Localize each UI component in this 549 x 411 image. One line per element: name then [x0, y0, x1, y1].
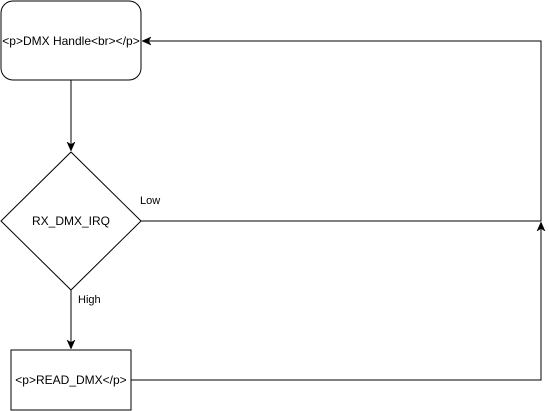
edge-irq-low-loop — [141, 41, 542, 222]
rx-dmx-irq-label: RX_DMX_IRQ — [32, 214, 110, 228]
dmx-handle-node[interactable]: <p>DMX Handle<br></p> — [0, 0, 142, 81]
edge-label-high: High — [78, 294, 101, 306]
read-dmx-label: <p>READ_DMX</p> — [15, 373, 126, 387]
edge-label-low: Low — [140, 195, 160, 207]
edge-read-to-loop — [131, 223, 541, 381]
rx-dmx-irq-decision-node[interactable]: RX_DMX_IRQ — [0, 151, 142, 291]
read-dmx-node[interactable]: <p>READ_DMX</p> — [10, 349, 132, 411]
dmx-handle-label: <p>DMX Handle<br></p> — [2, 34, 139, 48]
